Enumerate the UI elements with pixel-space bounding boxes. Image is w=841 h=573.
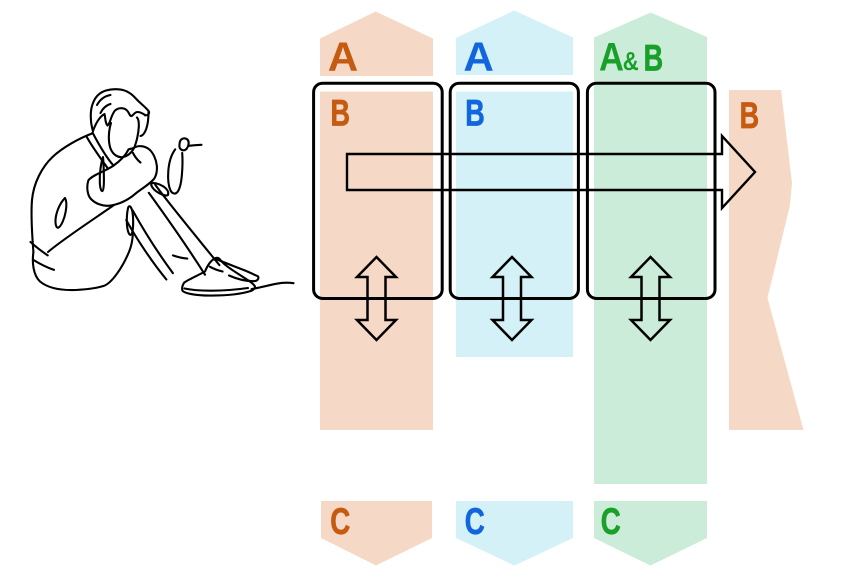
svg-text:B: B <box>740 95 760 136</box>
svg-text:B: B <box>331 93 351 134</box>
svg-text:A: A <box>463 34 494 80</box>
svg-text:C: C <box>330 501 350 542</box>
svg-text:C: C <box>465 501 485 542</box>
svg-text:&: & <box>623 46 639 76</box>
svg-text:A: A <box>328 34 359 80</box>
svg-text:A: A <box>599 36 624 80</box>
svg-text:B: B <box>465 93 485 134</box>
svg-text:C: C <box>601 501 621 542</box>
svg-text:B: B <box>644 38 664 79</box>
